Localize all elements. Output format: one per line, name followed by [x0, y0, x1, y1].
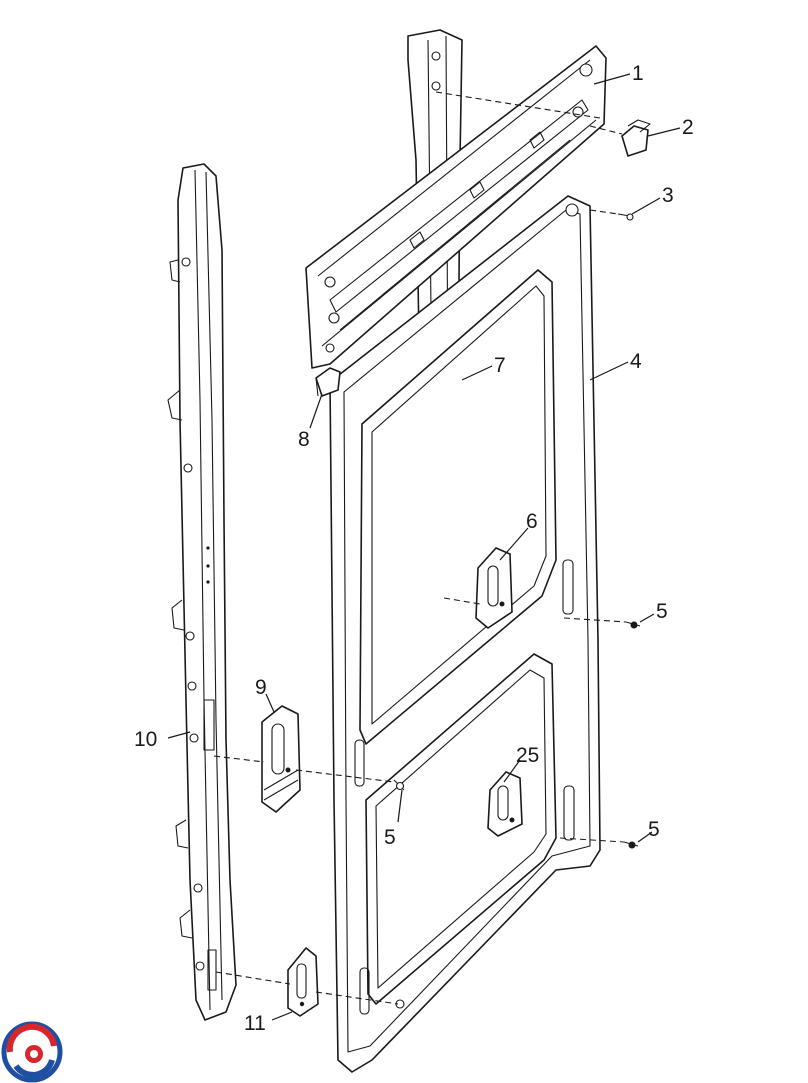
- screw-5-lower: [623, 841, 639, 849]
- callout-1: 1: [632, 62, 644, 85]
- part-6-bracket: [475, 547, 513, 629]
- part-11-bracket: [287, 947, 319, 1017]
- part-10-left-rail: [167, 163, 237, 1021]
- callout-5-middle: 5: [384, 826, 396, 849]
- part-1-top-rail: [305, 45, 607, 369]
- assembly-lines: [213, 91, 627, 1005]
- callout-25: 25: [516, 744, 539, 767]
- leader-lines: [167, 73, 681, 1021]
- part-4-door-panel: [329, 195, 601, 1073]
- callout-5-upper: 5: [656, 600, 668, 623]
- callout-8: 8: [298, 428, 310, 451]
- callout-4: 4: [630, 350, 642, 373]
- callout-5-lower: 5: [648, 818, 660, 841]
- part-25-bracket: [487, 771, 523, 837]
- brand-logo: [1, 1021, 63, 1083]
- part-9-bracket: [261, 705, 301, 813]
- callout-11: 11: [244, 1012, 266, 1035]
- part-2-clip: [621, 119, 651, 157]
- callout-3: 3: [662, 184, 674, 207]
- part-8-clip: [315, 367, 341, 397]
- callout-6: 6: [526, 510, 538, 533]
- callout-labels: 1 2 3 4 5 5 5 6 7 8 9 10 11 25: [134, 62, 694, 1035]
- callout-10: 10: [134, 728, 157, 751]
- screw-5-upper: [625, 621, 641, 629]
- screw-5-middle: [393, 779, 405, 791]
- callout-7: 7: [494, 354, 506, 377]
- callout-9: 9: [255, 676, 267, 699]
- screw-3: [617, 213, 634, 221]
- callout-2: 2: [682, 116, 694, 139]
